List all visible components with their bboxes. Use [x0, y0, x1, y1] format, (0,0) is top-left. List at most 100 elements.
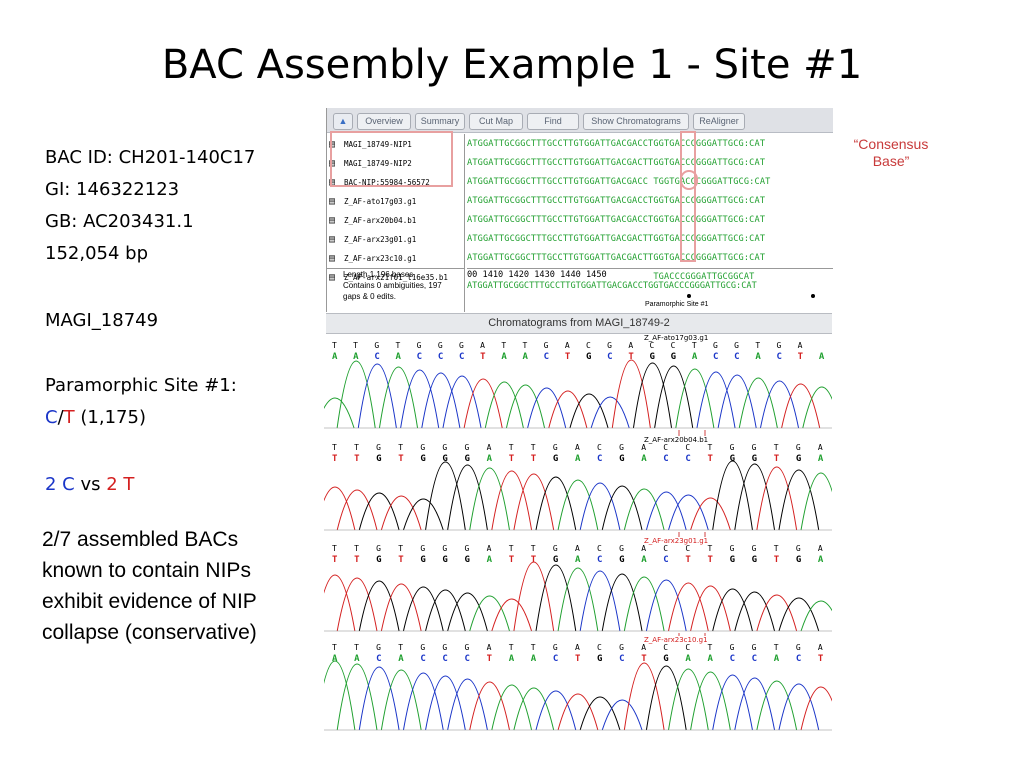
allele-sep: /	[57, 407, 64, 428]
reference-base: G	[442, 443, 447, 452]
reference-base: T	[755, 341, 760, 350]
read-name-row[interactable]: ▤MAGI_18749-NIP1	[327, 135, 463, 154]
base-call: C	[459, 352, 464, 362]
read-sequence: TGACCCGGGATTGCGGCAT	[467, 272, 755, 282]
site-dot	[687, 294, 691, 298]
trace-peak	[447, 592, 488, 632]
trace-peak	[324, 486, 356, 531]
site-info: Paramorphic Site #1: C/T (1,175)	[45, 370, 237, 434]
base-call: C	[417, 352, 422, 362]
base-call: C	[713, 352, 718, 362]
allele-counts: 2 C vs 2 T	[45, 469, 134, 501]
trace-peak	[601, 573, 643, 632]
trace-peak	[513, 561, 555, 632]
info-line2: Contains 0 ambiguities, 197	[343, 281, 442, 290]
read-name-row[interactable]: ▤MAGI_18749-NIP2	[327, 154, 463, 173]
base-call: G	[650, 352, 655, 362]
read-file-icon: ▤	[329, 139, 336, 150]
bac-info: BAC ID: CH201-140C17 GI: 146322123 GB: A…	[45, 142, 255, 270]
trace-peak	[611, 359, 651, 429]
base-call: A	[509, 654, 515, 664]
reference-base: C	[685, 643, 690, 652]
realigner-button[interactable]: ReAligner	[693, 113, 745, 130]
trace-peak	[357, 363, 397, 429]
reference-base: A	[628, 341, 633, 350]
base-call: A	[818, 454, 824, 464]
cut-map-button[interactable]: Cut Map	[469, 113, 523, 130]
base-call: T	[487, 654, 493, 664]
base-call: T	[707, 555, 713, 565]
trace-peak	[484, 381, 524, 429]
site-column-highlight	[680, 131, 696, 262]
find-button[interactable]: Find	[527, 113, 579, 130]
summary-button[interactable]: Summary	[415, 113, 465, 130]
reference-base: T	[354, 544, 359, 553]
trace-peak	[425, 675, 466, 731]
trace-peak	[675, 368, 715, 429]
trace-peak	[778, 469, 820, 531]
base-call: C	[752, 654, 757, 664]
read-sequence: ATGGATTGCGGCTTTGCCTTGTGGATTGACGACCTGGTGA…	[467, 139, 766, 149]
read-name-row[interactable]: ▤BAC-NIP:55984-56572	[327, 173, 463, 192]
base-call: T	[685, 555, 691, 565]
reference-base: C	[586, 341, 591, 350]
base-call: T	[509, 454, 515, 464]
reference-base: T	[354, 443, 359, 452]
base-call: T	[818, 654, 824, 664]
reference-base: C	[663, 443, 668, 452]
show-chromatograms-button[interactable]: Show Chromatograms	[583, 113, 689, 130]
trace-peak	[734, 463, 776, 531]
base-call: G	[442, 555, 447, 565]
consensus-callout: “Consensus Base”	[836, 136, 946, 170]
trace-peak	[527, 387, 567, 429]
read-name-row[interactable]: ▤Z_AF-arx21f01_t16e35.b1	[327, 268, 463, 287]
base-call: C	[442, 654, 447, 664]
read-name: Z_AF-arx21f01_t16e35.b1	[344, 273, 448, 282]
read-name-row[interactable]: ▤Z_AF-arx23g01.g1	[327, 230, 463, 249]
base-call: G	[730, 454, 735, 464]
site-alleles: C/T (1,175)	[45, 402, 237, 434]
consensus-line1: “Consensus	[853, 136, 929, 152]
reference-base: G	[752, 643, 757, 652]
base-call: G	[752, 555, 757, 565]
consensus-line2: Base”	[872, 153, 910, 169]
bac-id: BAC ID: CH201-140C17	[45, 147, 256, 168]
trace-peak	[712, 674, 753, 731]
reference-base: A	[575, 643, 580, 652]
read-sequence: ATGGATTGCGGCTTTGCCTTGTGGATTGACGACTTGGTGA…	[467, 234, 766, 244]
trace-peak	[463, 378, 503, 429]
up-arrow-icon[interactable]: ▲	[333, 113, 353, 130]
trace-peak	[336, 360, 376, 429]
base-call: G	[420, 555, 425, 565]
base-call: A	[774, 654, 780, 664]
read-name: MAGI_18749-NIP2	[344, 159, 412, 168]
reference-base: C	[671, 341, 676, 350]
viewer-toolbar: ▲ Overview Summary Cut Map Find Show Chr…	[327, 108, 833, 133]
base-call: G	[376, 555, 381, 565]
trace-peak	[402, 586, 444, 632]
trace-peak	[654, 365, 694, 429]
reference-base: T	[707, 544, 712, 553]
trace-peak	[324, 574, 356, 632]
base-call: A	[641, 454, 647, 464]
base-call: G	[671, 352, 676, 362]
trace-peak	[505, 384, 546, 429]
base-call: T	[398, 555, 404, 565]
base-call: C	[438, 352, 443, 362]
reference-base: G	[459, 341, 464, 350]
base-call: A	[487, 454, 493, 464]
trace-peak	[645, 665, 687, 731]
base-call: A	[685, 654, 691, 664]
read-name-row[interactable]: ▤Z_AF-arx20b04.b1	[327, 211, 463, 230]
read-name-row[interactable]: ▤Z_AF-arx23c10.g1	[327, 249, 463, 268]
read-name-row[interactable]: ▤Z_AF-ato17g03.g1	[327, 192, 463, 211]
trace-peak	[336, 577, 378, 632]
trace-peak	[800, 600, 832, 632]
overview-button[interactable]: Overview	[357, 113, 411, 130]
base-call: C	[597, 454, 602, 464]
reference-base: A	[641, 544, 646, 553]
base-call: T	[774, 555, 780, 565]
base-call: C	[544, 352, 549, 362]
